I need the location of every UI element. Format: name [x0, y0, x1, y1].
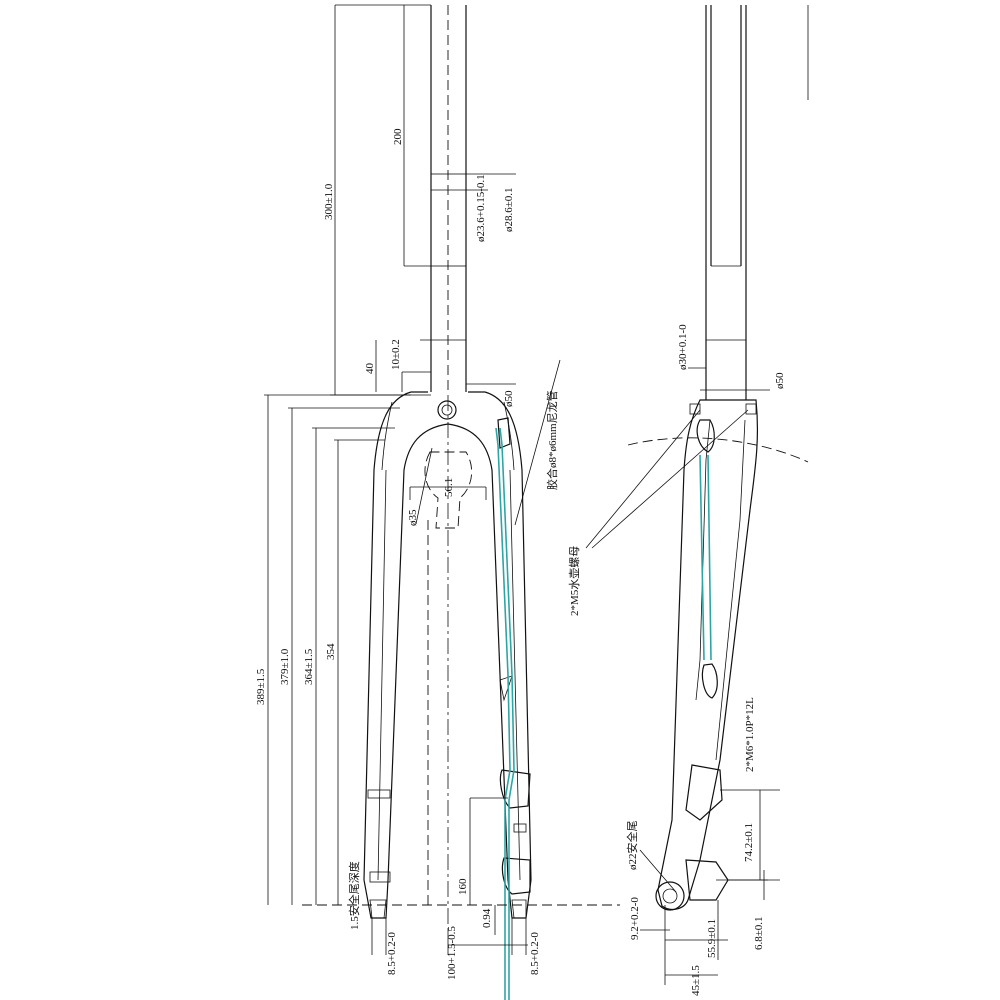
side-safety-tail: ø22安全尾: [625, 821, 639, 871]
side-nut-right: [745, 403, 757, 415]
dim-354: 354: [325, 643, 337, 660]
side-mount-spacing: 74.2±0.1: [743, 823, 755, 862]
dim-steerer-outer: ø28.6±0.1: [503, 187, 515, 232]
dim-10: 10±0.2: [390, 339, 402, 370]
dim-379: 379±1.0: [279, 648, 291, 685]
dim-dropout-left: 8.5+0.2-0: [386, 932, 398, 975]
front-dimension-labels: 300±1.0 200 ø23.6+0.15-0.1 ø28.6±0.1 40 …: [255, 128, 559, 980]
side-steerer-tube: [688, 5, 809, 400]
dim-40: 40: [364, 363, 376, 375]
side-tail-offset: 55.9±0.1: [706, 919, 718, 958]
front-view: 300±1.0 200 ø23.6+0.15-0.1 ø28.6±0.1 40 …: [255, 4, 620, 1000]
side-fork-body: [627, 399, 809, 911]
front-fork-body: [363, 391, 532, 919]
dim-300: 300±1.0: [323, 183, 335, 220]
front-steerer-tube: [420, 5, 467, 395]
dim-crown-35: ø35: [407, 509, 419, 526]
note-nylon-tube: 胶合ø8*ø6mm尼龙管: [545, 390, 559, 490]
side-tail-height: 6.8±0.1: [753, 916, 765, 950]
note-bottle-nut: 2*M5水壶螺母: [567, 546, 581, 616]
side-rake: 45±1.5: [690, 965, 702, 996]
dim-364: 364±1.5: [303, 648, 315, 685]
dim-389: 389±1.5: [255, 668, 267, 705]
front-dimension-lines: [264, 4, 561, 955]
dim-dropout-center: 100+1.5-0.5: [446, 926, 458, 980]
dim-200: 200: [392, 128, 404, 145]
note-bolt: 2*M6*1.0P*12L: [744, 697, 756, 772]
dim-160: 160: [457, 878, 469, 895]
side-dimension-labels: ø30+0.1-0 ø50 2*M5水壶螺母 2*M6*1.0P*12L 74.…: [567, 324, 786, 996]
side-view: ø30+0.1-0 ø50 2*M5水壶螺母 2*M6*1.0P*12L 74.…: [567, 5, 809, 996]
side-crown-dia: ø50: [774, 372, 786, 389]
dim-dropout-offset: 0.94: [481, 908, 493, 928]
side-steerer-dia: ø30+0.1-0: [677, 324, 689, 370]
dim-steerer-inner: ø23.6+0.15-0.1: [475, 174, 487, 242]
dim-dropout-depth: 1.5安全尾深度: [347, 861, 361, 930]
crown-bolt-hole: [437, 400, 457, 420]
side-dimension-lines: [585, 409, 780, 985]
dim-crown-width: 56.1: [443, 478, 455, 497]
dim-dropout-right: 8.5+0.2-0: [529, 932, 541, 975]
front-brake-cable: [495, 427, 515, 1000]
side-axle-offset: 9.2+0.2-0: [629, 897, 641, 940]
dim-crown-50: ø50: [503, 390, 515, 407]
side-brake-cable: [699, 454, 712, 661]
side-nut-left: [689, 403, 701, 415]
